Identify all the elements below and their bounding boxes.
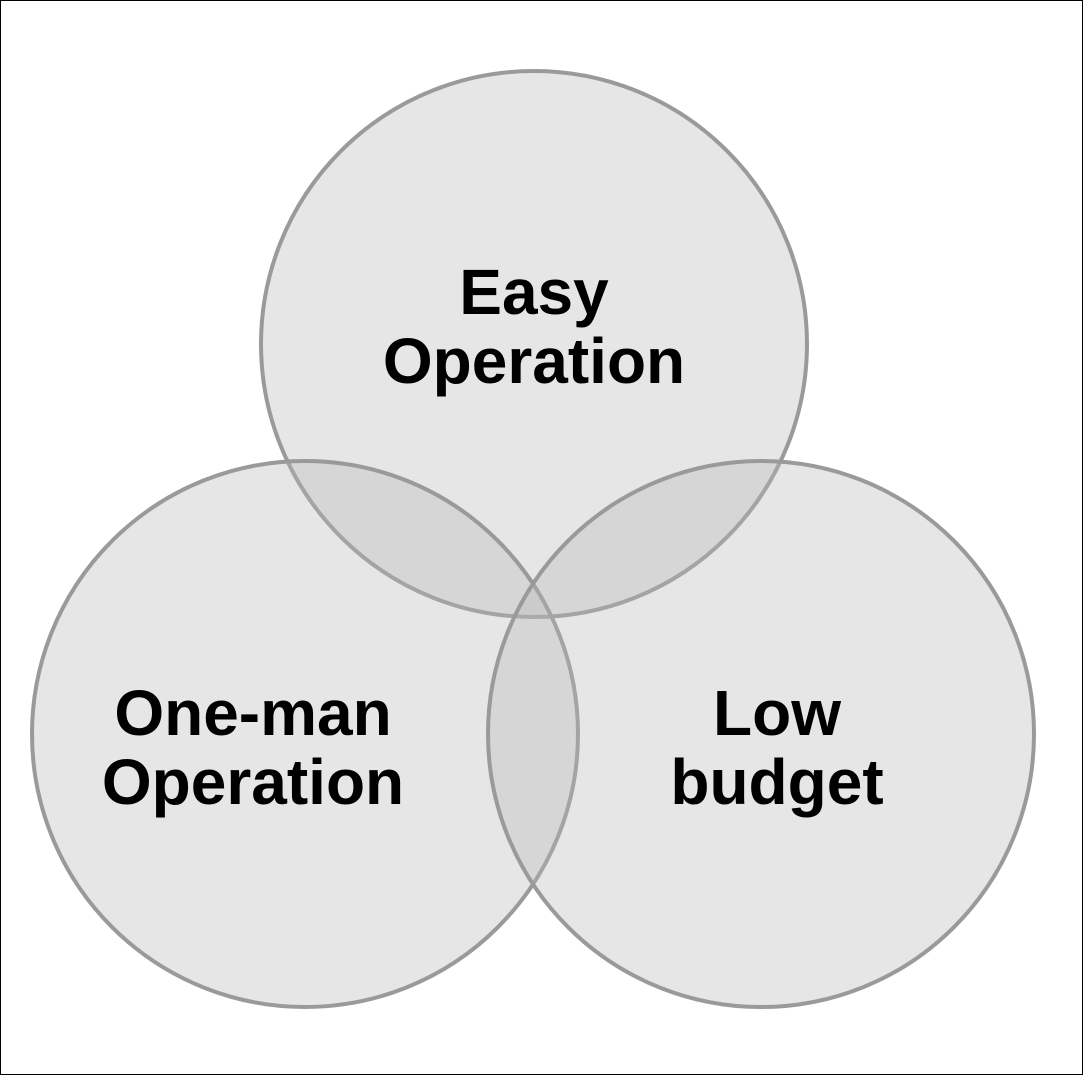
circle-one-man-operation [30,459,580,1009]
label-budget: budget [670,746,883,818]
label-operation-left: Operation [102,746,404,818]
circles-layer [30,69,1036,1009]
label-low: Low [713,677,841,749]
label-operation-top: Operation [383,325,685,397]
circle-low-budget [486,459,1036,1009]
label-one-man: One-man [114,677,391,749]
circle-easy-operation [259,69,809,619]
labels-layer: Easy Operation One-man Operation Low bud… [102,256,884,818]
label-easy: Easy [459,256,609,328]
